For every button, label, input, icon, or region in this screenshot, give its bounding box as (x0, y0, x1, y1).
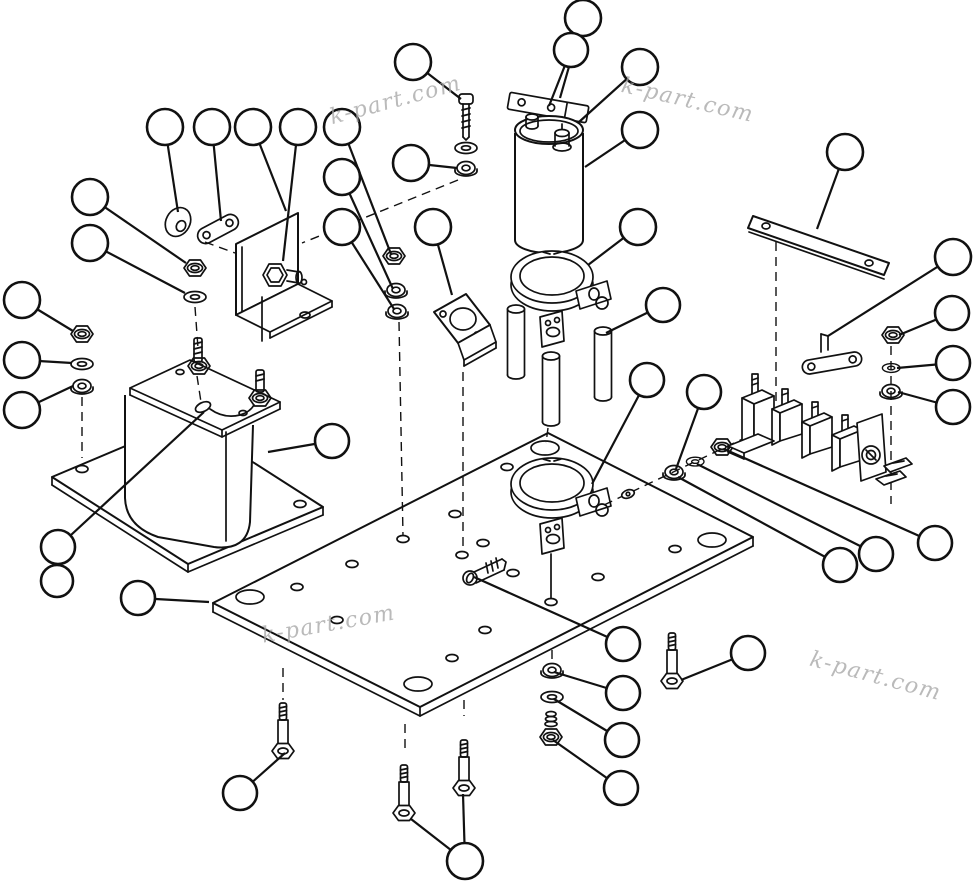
leader-line (57, 411, 205, 548)
callout-balloon (322, 107, 362, 147)
callout-balloon (391, 143, 431, 183)
callout-balloon (620, 110, 660, 150)
stud-bolt-left (271, 668, 295, 760)
callout-balloon (602, 769, 640, 807)
callout-balloon (933, 294, 971, 332)
stud-bolt-far-right (660, 632, 684, 690)
pipe-clamp-upper (506, 250, 613, 444)
fastener-stack-bottom-left (539, 650, 564, 746)
leader-line (340, 126, 393, 255)
callout-balloon (322, 207, 362, 247)
callout-balloon (644, 286, 682, 324)
callout-balloon (934, 388, 972, 426)
screw-with-lockwasher (539, 710, 563, 746)
leader-line (677, 476, 841, 566)
leader-line (473, 575, 624, 646)
flanged-socket-bracket (433, 293, 497, 548)
callout-balloon (413, 207, 453, 247)
terminal-foot-left (727, 433, 775, 454)
stud-bolt-center (392, 724, 416, 822)
callout-balloon (552, 31, 590, 69)
leader-line (281, 126, 300, 262)
callout-balloon (2, 340, 42, 380)
callout-balloon (192, 107, 232, 147)
leader-line (696, 463, 877, 555)
terminal-stud-2 (248, 369, 272, 407)
l-bracket (235, 212, 333, 342)
callout-balloon (685, 373, 723, 411)
base-plate (212, 432, 754, 717)
callout-balloon (445, 841, 485, 881)
parts-layer (51, 91, 913, 822)
clamp-leg-3 (593, 326, 613, 402)
callout-balloon (916, 524, 954, 562)
terminal-end-bracket (856, 413, 913, 486)
clamp-leg-2 (541, 351, 561, 427)
link-plate (196, 213, 240, 245)
fuse-wire (194, 375, 255, 417)
stud-bolt-right (452, 700, 476, 797)
callout-balloon (934, 344, 972, 382)
callout-balloon (70, 177, 110, 217)
callout-balloon (603, 721, 641, 759)
solenoid-box (124, 337, 281, 549)
callout-balloon (604, 674, 642, 712)
callout-balloon (563, 0, 603, 38)
fastener-stack-middle (382, 247, 409, 537)
callout-balloon (393, 42, 433, 82)
canister-cap-1 (525, 113, 539, 130)
grommet-bushing (164, 206, 192, 238)
callout-balloon (620, 47, 660, 87)
callout-balloon (233, 107, 273, 147)
callout-balloon (145, 107, 185, 147)
canister (514, 113, 584, 254)
callout-balloon (933, 237, 973, 277)
callout-balloon (221, 774, 259, 812)
leader-line (591, 379, 648, 485)
clip-oval (620, 488, 636, 500)
mounting-strap-right (747, 215, 890, 416)
leader-line (723, 447, 936, 545)
fastener-stack-far-left (70, 325, 94, 458)
callout-balloon (119, 579, 157, 617)
small-washer (685, 456, 705, 467)
callout-balloon (39, 563, 75, 599)
callout-balloon (825, 132, 865, 172)
terminal-connector (262, 263, 308, 287)
callout-balloon (857, 535, 895, 573)
fastener-stack-upper-left (183, 259, 207, 349)
callout-balloon (39, 528, 77, 566)
callout-balloon (278, 107, 318, 147)
fastener-stack-right (879, 326, 905, 504)
callout-balloon (313, 422, 351, 460)
callout-balloon (2, 390, 42, 430)
fastener-stack-axis-right (603, 413, 796, 506)
leader-line (827, 256, 954, 337)
callout-balloon (2, 280, 42, 320)
clamp-leg-1 (506, 304, 526, 380)
callout-balloon (618, 207, 658, 247)
callout-balloon (70, 223, 110, 263)
callout-balloon (322, 157, 362, 197)
leader-line (89, 196, 187, 264)
callout-balloon (821, 546, 859, 584)
pipe-clamp-lower (510, 457, 612, 599)
bent-link (801, 333, 863, 375)
callout-balloon (604, 625, 642, 663)
callout-balloon (628, 361, 666, 399)
callout-balloon (729, 634, 767, 672)
terminal-block (727, 373, 913, 486)
terminal-tower-3 (801, 401, 833, 459)
canister-cap-2 (552, 123, 572, 152)
leader-line (340, 176, 395, 290)
align-dash-link (204, 241, 236, 254)
terminal-tower-2 (771, 388, 803, 446)
